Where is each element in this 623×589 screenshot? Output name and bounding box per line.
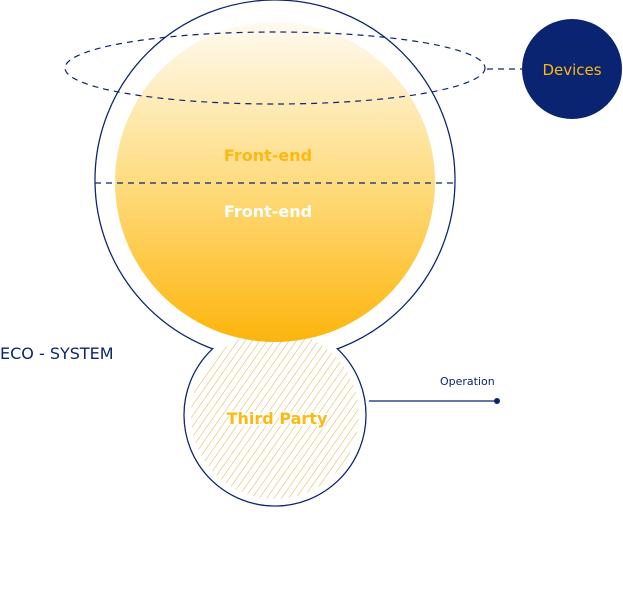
operation-label: Operation bbox=[440, 375, 495, 388]
third-party-label: Third Party bbox=[227, 409, 328, 428]
eco-system-label: ECO - SYSTEM bbox=[0, 344, 114, 363]
devices-node bbox=[522, 19, 622, 119]
devices-orbit bbox=[64, 31, 486, 105]
front-end-label-bottom: Front-end bbox=[224, 202, 312, 221]
devices-label: Devices bbox=[542, 61, 601, 79]
operation-dot bbox=[494, 398, 500, 404]
third-party-circle bbox=[191, 331, 359, 499]
front-end-sphere bbox=[115, 22, 435, 342]
front-end-label-top: Front-end bbox=[224, 146, 312, 165]
